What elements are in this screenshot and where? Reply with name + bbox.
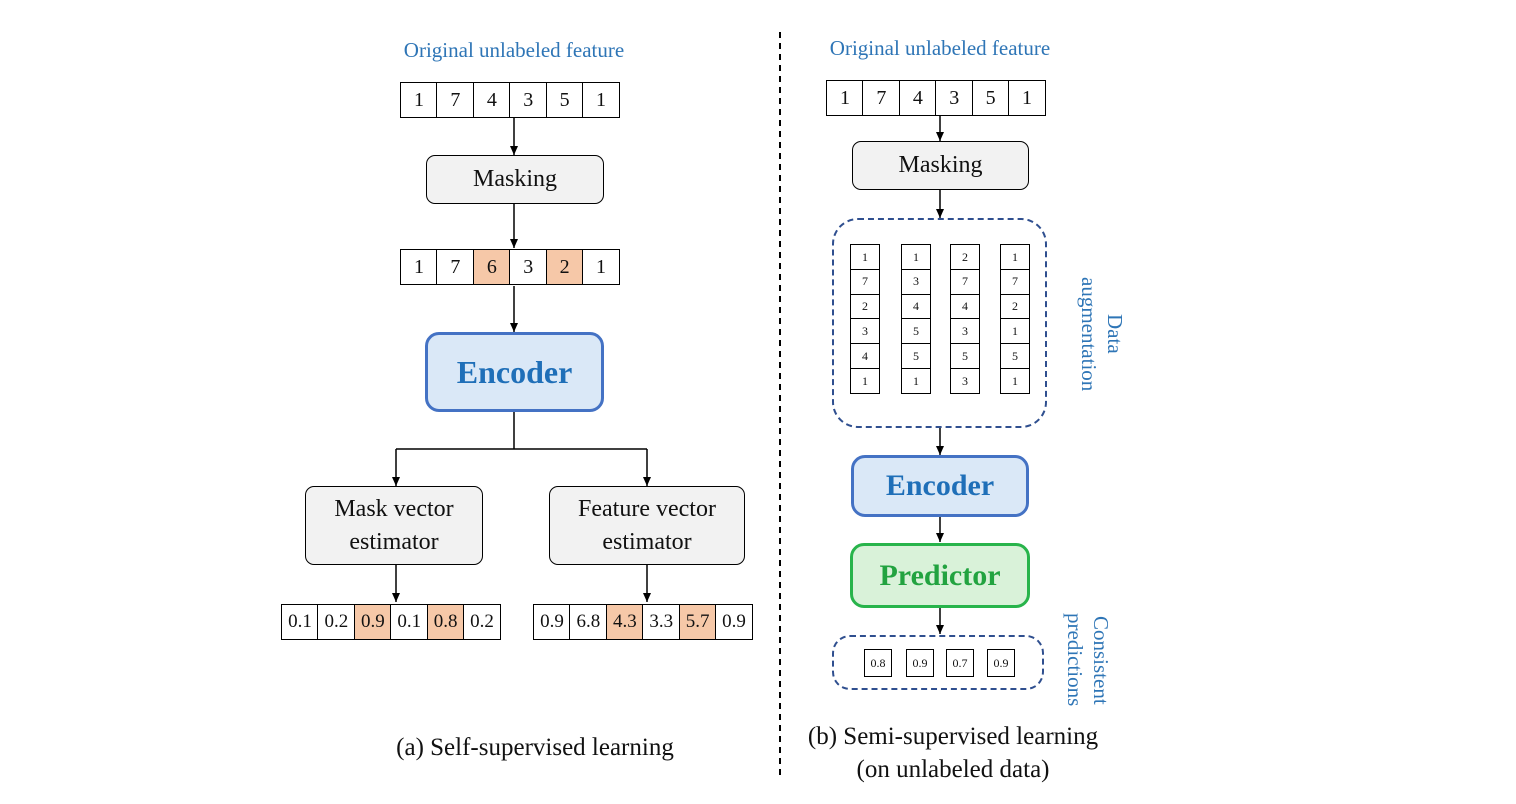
masked-cell: 1 — [400, 249, 438, 285]
augmented-cell: 1 — [901, 368, 931, 395]
feature-vector-estimator-box: Feature vector estimator — [549, 486, 745, 565]
input-cell: 7 — [862, 80, 901, 116]
mask-output-cell: 0.9 — [353, 604, 392, 640]
augmented-cell: 4 — [901, 293, 931, 320]
masked-cell: 7 — [436, 249, 475, 285]
input-cell: 5 — [971, 80, 1010, 116]
augmented-cell: 3 — [950, 368, 980, 395]
predictions-label-line1: Consistent — [1089, 615, 1113, 705]
augmented-cell: 7 — [950, 268, 980, 295]
consistent-predictions-label: Consistent predictions — [1054, 608, 1114, 712]
mask-output-cell: 0.1 — [390, 604, 429, 640]
augmented-cell: 5 — [901, 318, 931, 345]
input-cell: 1 — [826, 80, 864, 116]
augmented-cell: 2 — [950, 244, 980, 270]
augmented-cell: 4 — [850, 343, 880, 370]
mask-output-cell: 0.2 — [317, 604, 356, 640]
input-cell: 4 — [898, 80, 937, 116]
augmented-cell: 3 — [901, 268, 931, 295]
input-cell: 3 — [935, 80, 974, 116]
augmentation-label-line1: Data — [1103, 314, 1127, 354]
right-caption-line1: (b) Semi-supervised learning — [807, 723, 1099, 750]
feature-output-cell: 0.9 — [533, 604, 571, 640]
augmentation-group — [832, 218, 1047, 428]
augmented-cell: 1 — [901, 244, 931, 270]
predictor-box: Predictor — [850, 543, 1030, 608]
masked-cell: 3 — [509, 249, 548, 285]
augmented-cell: 7 — [850, 268, 880, 295]
input-cell: 1 — [1008, 80, 1047, 116]
right-caption: (b) Semi-supervised learning (on unlabel… — [773, 720, 1133, 786]
mask-estimator-line2: estimator — [349, 528, 439, 555]
input-cell: 5 — [545, 82, 584, 118]
mask-estimator-line1: Mask vector — [334, 495, 454, 522]
mask-output-cell: 0.1 — [281, 604, 319, 640]
left-encoder-box: Encoder — [425, 332, 604, 412]
predictions-group — [832, 635, 1044, 690]
augmented-cell: 1 — [850, 368, 880, 395]
augmented-cell: 2 — [1000, 293, 1030, 320]
input-cell: 4 — [472, 82, 511, 118]
augmented-cell: 7 — [1000, 268, 1030, 295]
right-masking-box: Masking — [852, 141, 1029, 190]
augmented-cell: 1 — [1000, 368, 1030, 395]
input-cell: 7 — [436, 82, 475, 118]
left-title: Original unlabeled feature — [403, 38, 625, 62]
data-augmentation-label: Data augmentation — [1068, 268, 1128, 400]
left-caption: (a) Self-supervised learning — [396, 734, 674, 761]
feature-estimator-line2: estimator — [602, 528, 692, 555]
input-cell: 3 — [509, 82, 548, 118]
mask-vector-estimator-box: Mask vector estimator — [305, 486, 483, 565]
augmented-cell: 1 — [1000, 318, 1030, 345]
masked-cell: 1 — [582, 249, 621, 285]
prediction-cell: 0.8 — [864, 649, 892, 677]
augmented-cell: 5 — [1000, 343, 1030, 370]
predictions-label-line2: predictions — [1063, 613, 1087, 707]
masked-cell: 2 — [545, 249, 584, 285]
prediction-cell: 0.9 — [906, 649, 934, 677]
feature-output-cell: 3.3 — [642, 604, 681, 640]
left-masking-box: Masking — [426, 155, 604, 204]
right-encoder-box: Encoder — [851, 455, 1029, 517]
prediction-cell: 0.7 — [946, 649, 974, 677]
augmented-cell: 4 — [950, 293, 980, 320]
augmented-cell: 5 — [950, 343, 980, 370]
feature-output-cell: 5.7 — [678, 604, 717, 640]
masked-cell: 6 — [472, 249, 511, 285]
right-title: Original unlabeled feature — [829, 36, 1051, 60]
input-cell: 1 — [582, 82, 621, 118]
augmented-cell: 5 — [901, 343, 931, 370]
feature-output-cell: 4.3 — [605, 604, 644, 640]
prediction-cell: 0.9 — [987, 649, 1015, 677]
augmented-cell: 1 — [1000, 244, 1030, 270]
augmentation-label-line2: augmentation — [1077, 276, 1101, 392]
mask-output-cell: 0.2 — [463, 604, 502, 640]
input-cell: 1 — [400, 82, 438, 118]
feature-estimator-line1: Feature vector — [578, 495, 716, 522]
augmented-cell: 3 — [950, 318, 980, 345]
feature-output-cell: 0.9 — [715, 604, 754, 640]
right-caption-line2: (on unlabeled data) — [856, 756, 1050, 783]
feature-output-cell: 6.8 — [569, 604, 608, 640]
augmented-cell: 1 — [850, 244, 880, 270]
mask-output-cell: 0.8 — [426, 604, 465, 640]
augmented-cell: 3 — [850, 318, 880, 345]
augmented-cell: 2 — [850, 293, 880, 320]
